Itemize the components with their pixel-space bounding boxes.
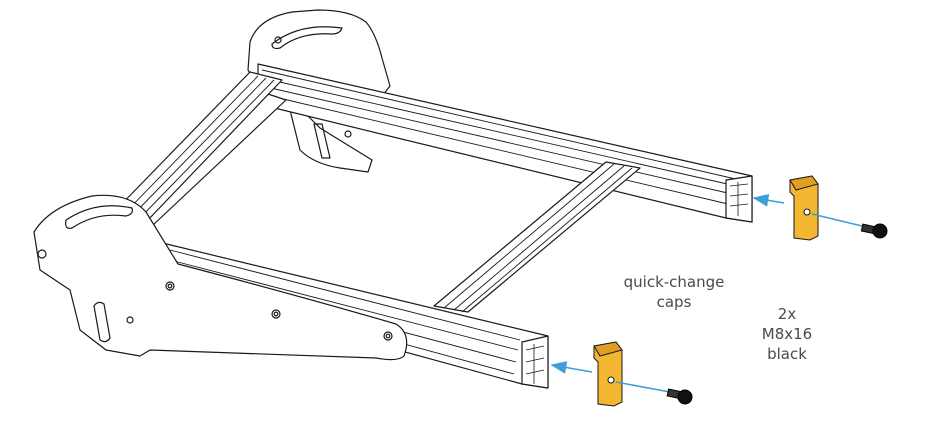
screws-label-size: M8x16 [761, 325, 813, 343]
caps-label-line-2: caps [656, 293, 692, 311]
front-plate-bolt-3-inner [385, 333, 391, 339]
back-flange-slot [313, 123, 331, 159]
front-plate-bolt-3 [383, 331, 393, 341]
front-plate-vertical-slot [93, 301, 111, 343]
quick-change-cap-front-hole [607, 376, 615, 384]
quick-change-cap-back-hole [803, 208, 811, 216]
middle-cross-rail [433, 161, 641, 313]
arrow-cap-front-to-rail [550, 361, 593, 374]
quick-change-cap-front-shade [593, 341, 623, 357]
arrow-screw-back-to-cap [811, 213, 863, 227]
screw-front-head [677, 389, 693, 405]
screws-label: 2x M8x16 black [752, 304, 822, 364]
front-plate-bolt-1-inner [167, 283, 173, 289]
front-plate-hole-2 [126, 316, 134, 324]
caps-label-line-1: quick-change [623, 273, 725, 291]
front-side-plate [33, 194, 408, 361]
screws-label-finish: black [767, 345, 807, 363]
back-rail-end-profile [729, 182, 749, 216]
arrow-screw-front-to-cap [615, 381, 671, 393]
back-flange-hole [344, 130, 352, 138]
back-plate-slot [271, 26, 343, 50]
front-rail-end-face [521, 335, 549, 389]
front-rail-grooves [169, 249, 521, 375]
left-rail-grooves [121, 75, 275, 221]
front-plate-bolt-2 [271, 309, 281, 319]
middle-rail-grooves [443, 163, 633, 313]
back-rail-end-face [725, 175, 753, 223]
front-plate-bolt-2-inner [273, 311, 279, 317]
front-plate-hole-1 [37, 249, 47, 259]
screw-back-head [872, 223, 888, 239]
back-plate-lower-flange [289, 107, 373, 173]
back-plate-hole [274, 36, 282, 44]
front-plate-slot [65, 205, 133, 229]
back-rail-grooves [261, 69, 741, 205]
quick-change-cap-back-shade [789, 175, 819, 191]
front-rail-end-profile [525, 344, 545, 384]
screws-label-quantity: 2x [777, 305, 797, 323]
front-plate-bolt-1 [165, 281, 175, 291]
quick-change-caps-label: quick-change caps [612, 272, 736, 312]
arrow-cap-back-to-rail [752, 194, 785, 207]
